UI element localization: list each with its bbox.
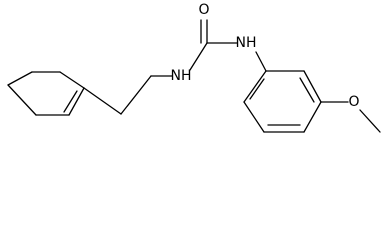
bond-ring-1 — [7, 71, 33, 86]
nitrogen-left-label: NH — [171, 68, 192, 84]
bond-ring-4 — [68, 87, 85, 116]
bond-ch2-ch2 — [120, 75, 152, 115]
bond-o-to-methyl — [359, 109, 381, 133]
bond-benzene-2 — [243, 101, 265, 133]
bond-ring-3 — [59, 71, 85, 89]
bond-benzene-5-inner — [299, 77, 315, 103]
bond-nh-to-aryl — [255, 51, 267, 72]
bond-benzene-1-inner — [249, 78, 265, 100]
bond-benzene-5 — [303, 70, 322, 103]
chemical-structure-drawing: O NH NH O — [7, 2, 381, 133]
nitrogen-right-label: NH — [236, 35, 257, 51]
bond-nh-to-carbonyl — [189, 42, 208, 71]
bond-ring-6 — [7, 84, 37, 116]
carbonyl-oxygen-label: O — [198, 2, 209, 18]
structure-canvas: O NH NH O — [7, 2, 381, 133]
ether-oxygen-label: O — [348, 94, 359, 110]
bond-ring-4-double — [63, 90, 78, 113]
bond-benzene-1 — [243, 70, 267, 103]
bond-benzene-4 — [303, 101, 322, 133]
bond-ring-to-ch2 — [83, 87, 122, 115]
